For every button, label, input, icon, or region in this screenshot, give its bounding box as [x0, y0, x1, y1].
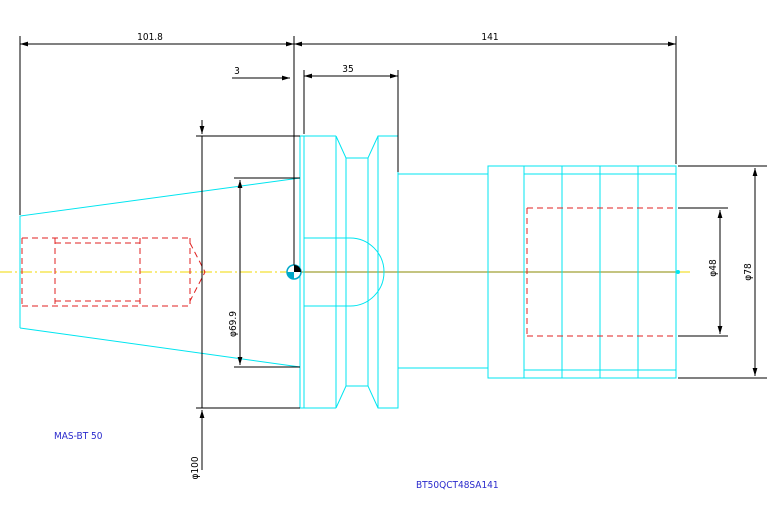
- dim-flange-width: 35: [342, 64, 353, 75]
- origin-marker: [286, 264, 680, 280]
- part-number-label: BT50QCT48SA141: [416, 480, 499, 491]
- retention-bore-hidden: [21, 237, 206, 307]
- dim-flange-gap: 3: [234, 66, 240, 77]
- extension-lines: [19, 36, 767, 409]
- dim-bore-diameter: φ48: [708, 259, 719, 277]
- dim-shank-diameter: φ78: [743, 263, 754, 281]
- dim-flange-diameter: φ100: [190, 456, 201, 479]
- dim-overall-length: 141: [481, 32, 498, 43]
- shank: [398, 165, 677, 379]
- dimension-lines: [20, 41, 758, 470]
- dim-cone-diameter: φ69.9: [228, 311, 239, 337]
- taper-standard-label: MAS-BT 50: [54, 431, 103, 442]
- flange: [299, 135, 399, 409]
- dim-gauge-length: 101.8: [137, 32, 163, 43]
- bore-hidden: [526, 207, 676, 337]
